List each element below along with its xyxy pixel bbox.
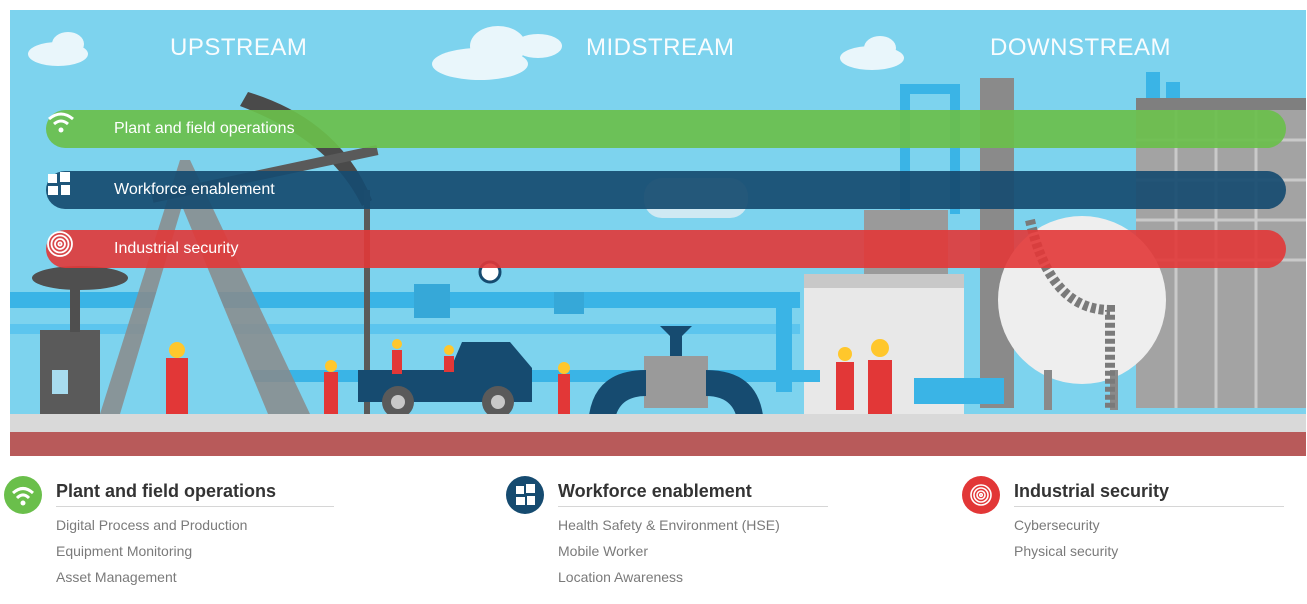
band-industrial-security: Industrial security — [46, 230, 1286, 268]
legend-divider — [1014, 506, 1284, 507]
legend-item: Health Safety & Environment (HSE) — [558, 517, 780, 533]
legend-divider — [558, 506, 828, 507]
ground — [10, 432, 1306, 456]
legend-items: Cybersecurity Physical security — [1014, 516, 1118, 568]
stream-label-midstream: MIDSTREAM — [586, 34, 735, 61]
legend-title: Workforce enablement — [558, 481, 752, 501]
legend-item: Mobile Worker — [558, 543, 648, 559]
stream-label-downstream: DOWNSTREAM — [990, 34, 1171, 61]
legend-item: Asset Management — [56, 569, 177, 585]
band-label: Industrial security — [114, 240, 239, 257]
legend-divider — [56, 506, 334, 507]
fingerprint-icon — [47, 230, 104, 268]
legend-title: Industrial security — [1014, 481, 1170, 501]
workforce-icon — [506, 476, 544, 514]
legend-items: Health Safety & Environment (HSE) Mobile… — [558, 516, 788, 594]
legend-item: Equipment Monitoring — [56, 543, 193, 559]
band-workforce-enablement: Workforce enablement — [46, 171, 1286, 209]
legend-item: Physical security — [1014, 543, 1119, 559]
industry-illustration: UPSTREAM MIDSTREAM DOWNSTREAM Plant and … — [10, 10, 1306, 456]
band-plant-field-operations: Plant and field operations — [46, 110, 1286, 148]
fingerprint-icon — [962, 476, 1000, 514]
band-label: Workforce enablement — [114, 181, 275, 198]
band-label: Plant and field operations — [114, 120, 295, 137]
wifi-icon — [4, 476, 42, 514]
road — [10, 414, 1306, 432]
clouds — [28, 26, 904, 80]
legend-items: Digital Process and Production Equipment… — [56, 516, 247, 594]
legend-item: Location Awareness — [558, 569, 684, 585]
legend-item: Digital Process and Production — [56, 517, 248, 533]
workforce-icon — [48, 171, 104, 209]
stream-label-upstream: UPSTREAM — [170, 34, 308, 61]
wifi-icon — [48, 110, 104, 148]
legend-title: Plant and field operations — [56, 481, 277, 501]
legend-item: Cybersecurity — [1014, 517, 1100, 533]
